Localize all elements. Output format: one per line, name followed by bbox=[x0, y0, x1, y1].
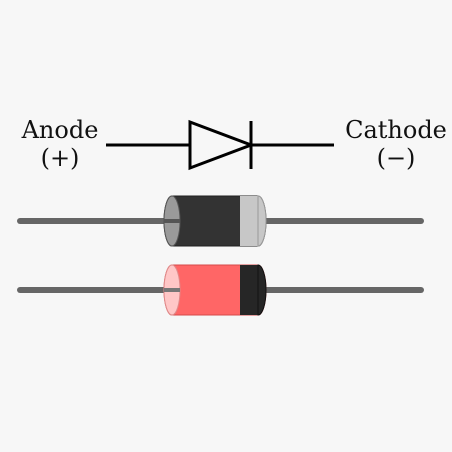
cathode-label: Cathode (−) bbox=[336, 116, 452, 172]
anode-name: Anode bbox=[21, 116, 99, 144]
diode-component-red bbox=[17, 264, 424, 316]
cathode-band-cap bbox=[257, 195, 267, 247]
cathode-band bbox=[240, 196, 258, 246]
anode-label: Anode (+) bbox=[4, 116, 116, 172]
cathode-band-cap bbox=[257, 264, 267, 316]
cathode-polarity: (−) bbox=[376, 144, 416, 172]
diode-component-black bbox=[17, 195, 424, 247]
anode-polarity: (+) bbox=[40, 144, 80, 172]
symbol-triangle bbox=[188, 119, 256, 171]
diode-symbol-icon bbox=[106, 119, 334, 171]
cathode-name: Cathode bbox=[345, 116, 447, 144]
cathode-band bbox=[240, 265, 258, 315]
